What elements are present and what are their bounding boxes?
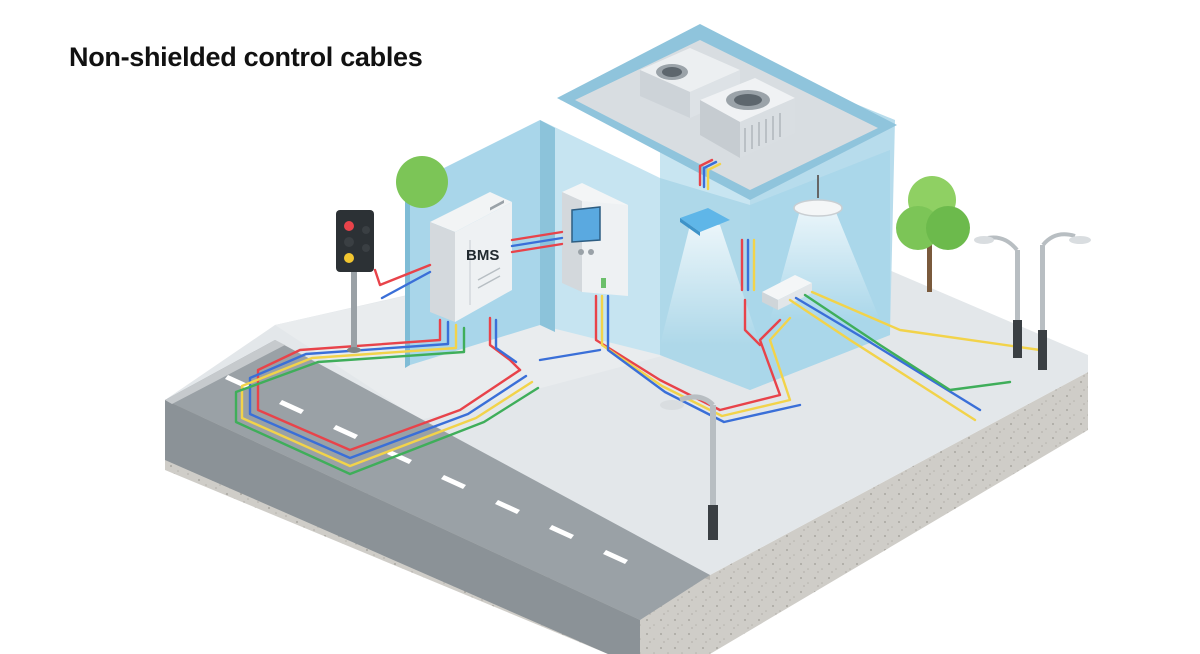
ceiling-light-panel-icon bbox=[680, 208, 730, 236]
street-lamp-icon-right-2 bbox=[1038, 232, 1091, 370]
traffic-light-icon bbox=[336, 210, 374, 353]
tree-icon bbox=[396, 156, 448, 208]
junction-box-icon bbox=[762, 275, 812, 310]
street-lamp-icon-right-1 bbox=[974, 235, 1022, 358]
control-cables bbox=[234, 158, 1042, 476]
control-panel-icon bbox=[562, 183, 628, 296]
tree-icon-right bbox=[896, 176, 970, 292]
bms-cabinet-label: BMS bbox=[466, 247, 499, 264]
bms-cabinet-icon: BMS bbox=[430, 192, 512, 322]
hvac-unit-icon bbox=[640, 48, 795, 158]
page-title: Non-shielded control cables bbox=[69, 42, 423, 72]
ceiling-lamp-icon bbox=[793, 175, 843, 217]
street-lamp-icon bbox=[660, 394, 718, 540]
